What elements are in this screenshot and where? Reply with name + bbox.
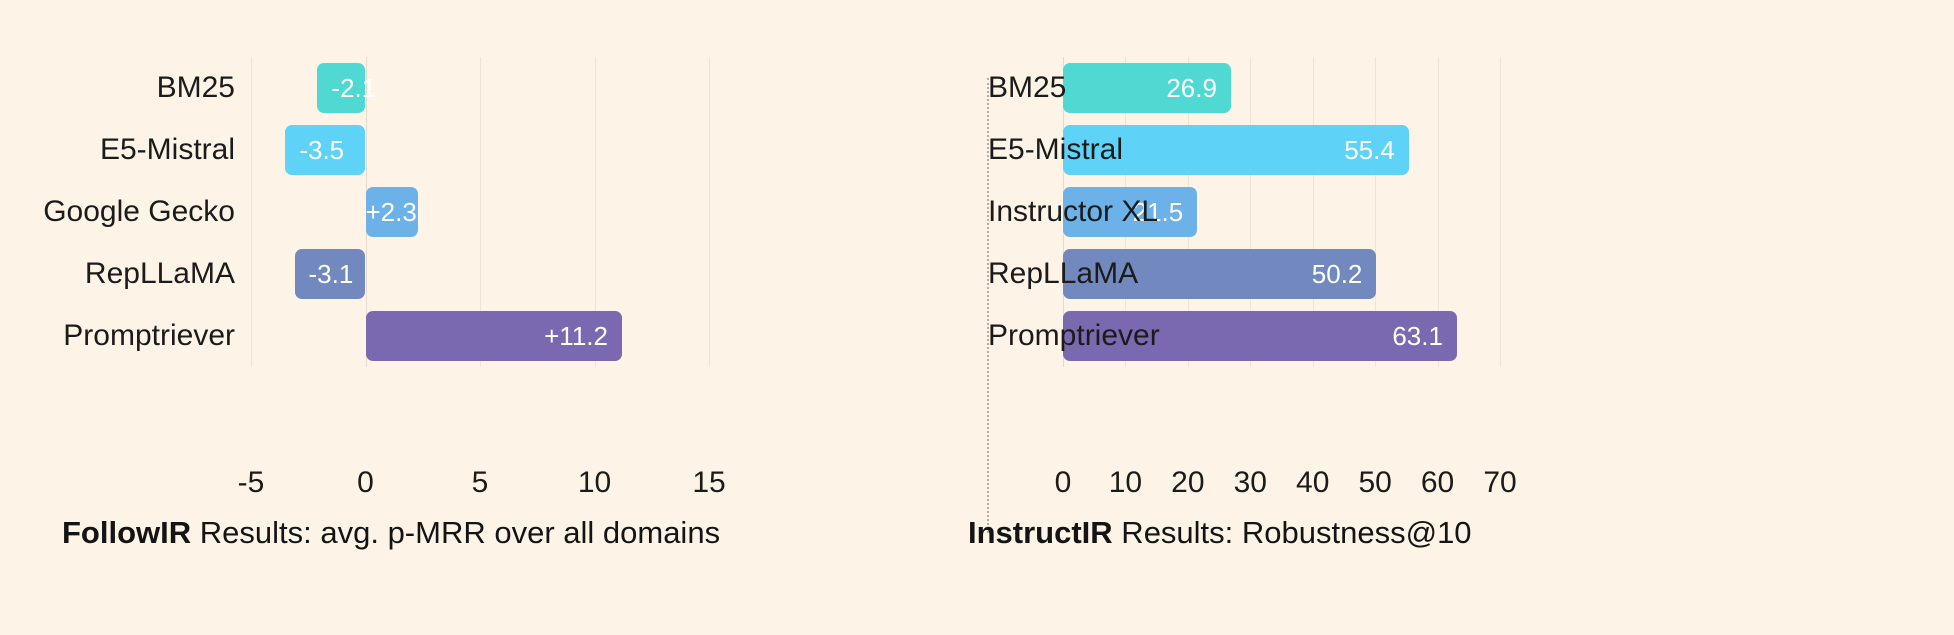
bar-row: +11.2 [251, 311, 709, 361]
instructir-plot-area: 26.9 55.4 21.5 50.2 63.1 [1063, 57, 1501, 367]
x-tick-label: 15 [692, 466, 726, 499]
bar-value-label: +2.3 [365, 196, 417, 227]
followir-plot-area: -2.1 -3.5 +2.3 -3.1 +11.2 [251, 57, 710, 367]
bar-value-label: +11.2 [544, 320, 608, 351]
gridline [1312, 57, 1314, 367]
bar-e5-mistral: -3.5 [285, 125, 366, 175]
bar-bm25: 26.9 [1063, 63, 1231, 113]
bar-value-label: 26.9 [1166, 72, 1217, 103]
gridline [1437, 57, 1439, 367]
x-tick-label: 30 [1233, 466, 1267, 499]
followir-caption-rest: Results: avg. p-MRR over all domains [191, 515, 721, 550]
bar-row: 55.4 [1063, 125, 1500, 175]
category-label-instructor-xl: Instructor XL [988, 195, 1158, 228]
bar-value-label: 21.5 [1132, 196, 1184, 227]
category-label-e5-mistral: E5-Mistral [99, 133, 235, 166]
category-label-google-gecko: Google Gecko [43, 195, 235, 228]
bar-row: -2.1 [251, 63, 709, 113]
category-label-e5-mistral: E5-Mistral [988, 133, 1124, 166]
x-tick-label: 60 [1420, 466, 1455, 499]
category-label-bm25: BM25 [156, 71, 235, 104]
x-tick-label: -5 [237, 466, 265, 499]
x-tick-label: 70 [1483, 466, 1517, 499]
bar-value-label: 63.1 [1392, 320, 1443, 351]
bar-row: -3.5 [251, 125, 709, 175]
bar-row: 63.1 [1063, 311, 1500, 361]
bar-row: +2.3 [251, 187, 709, 237]
category-label-promptriever: Promptriever [63, 319, 235, 352]
gridline [480, 57, 481, 367]
category-label-promptriever: Promptriever [988, 321, 1160, 351]
bar-google-gecko: +2.3 [365, 187, 419, 237]
category-label-bm25: BM25 [988, 71, 1067, 104]
bar-value-label: -3.5 [299, 134, 345, 165]
x-tick-label: 50 [1358, 466, 1392, 499]
category-label-repllama: RepLLaMA [84, 257, 235, 290]
x-tick-label: 10 [577, 466, 612, 499]
bar-repllama: -3.1 [294, 249, 366, 299]
instructir-panel: 26.9 55.4 21.5 50.2 63.1 0 10 20 30 40 50 60 70 BM2… [968, 0, 1954, 635]
instructir-caption-bold: InstructIR [968, 515, 1113, 550]
x-tick-label: 0 [357, 466, 374, 499]
bar-e5-mistral: 55.4 [1063, 125, 1409, 175]
bar-value-label: 50.2 [1311, 258, 1363, 289]
bar-promptriever: 63.1 [1063, 311, 1457, 361]
followir-caption-bold: FollowIR [62, 515, 192, 550]
bar-value-label: -2.1 [331, 72, 377, 103]
bar-repllama: 50.2 [1063, 249, 1377, 299]
followir-caption: FollowIR Results: avg. p-MRR over all do… [62, 517, 720, 548]
bar-row: 50.2 [1063, 249, 1500, 299]
instructir-caption: InstructIR Results: Robustness@10 [968, 517, 1472, 548]
x-tick-label: 40 [1296, 466, 1330, 499]
gridline [1250, 57, 1252, 367]
x-tick-label: 10 [1108, 466, 1143, 499]
bar-promptriever: +11.2 [365, 311, 622, 361]
x-tick-label: 5 [471, 466, 489, 499]
category-label-repllama: RepLLaMA [988, 259, 1138, 289]
bar-instructor-xl: 21.5 [1063, 187, 1198, 237]
gridline [1375, 57, 1377, 367]
gridline [594, 57, 596, 367]
gridline [251, 57, 252, 367]
bar-row: -3.1 [251, 249, 709, 299]
instructir-caption-rest: Results: Robustness@10 [1112, 515, 1472, 550]
bar-row: 21.5 [1063, 187, 1500, 237]
x-tick-label: 0 [1054, 466, 1072, 499]
bar-bm25: -2.1 [317, 63, 376, 113]
x-tick-label: 20 [1171, 466, 1205, 499]
bar-row: 26.9 [1063, 63, 1500, 113]
bar-value-label: 55.4 [1344, 134, 1395, 165]
panel-divider [987, 78, 989, 533]
bar-value-label: -3.1 [308, 258, 354, 289]
gridline [709, 57, 710, 367]
gridline [1500, 57, 1501, 367]
